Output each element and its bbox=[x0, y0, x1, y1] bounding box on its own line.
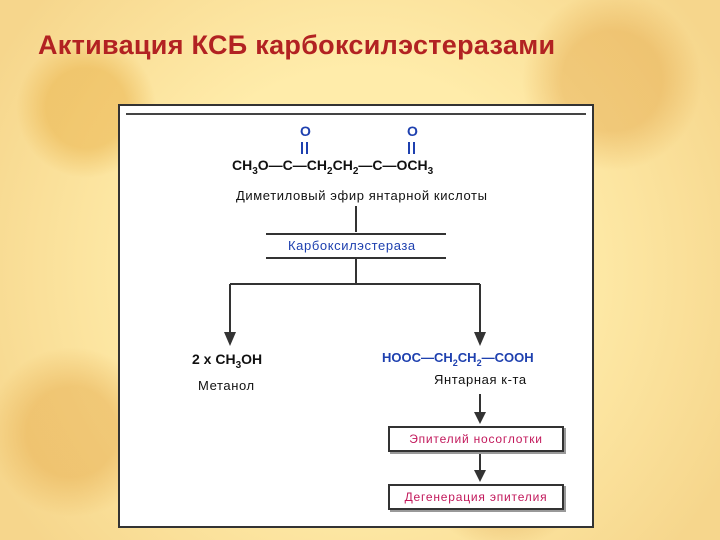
reaction-svg: O O CH3O—C—CH2CH2—C—OCH3 Диметиловый эфи… bbox=[126, 113, 586, 482]
succinic-label: Янтарная к-та bbox=[434, 372, 527, 387]
substrate-label: Диметиловый эфир янтарной кислоты bbox=[236, 188, 488, 203]
oxygen-right: O bbox=[407, 123, 418, 139]
target-box: Эпителий носоглотки bbox=[388, 426, 564, 452]
methanol-label: Метанол bbox=[198, 378, 255, 393]
arrow-left bbox=[224, 332, 236, 346]
methanol-formula: 2 x CH3OH bbox=[192, 351, 262, 371]
arrow-right bbox=[474, 332, 486, 346]
reaction-diagram: O O CH3O—C—CH2CH2—C—OCH3 Диметиловый эфи… bbox=[118, 104, 594, 528]
arrow-effect bbox=[474, 470, 486, 482]
substrate-formula: CH3O—C—CH2CH2—C—OCH3 bbox=[232, 157, 434, 177]
arrow-target bbox=[474, 412, 486, 424]
slide-title: Активация КСБ карбоксилэстеразами bbox=[38, 30, 556, 60]
effect-box: Дегенерация эпителия bbox=[388, 484, 564, 510]
succinic-formula: HOOC—CH2CH2—COOH bbox=[382, 350, 534, 368]
oxygen-left: O bbox=[300, 123, 311, 139]
enzyme-label: Карбоксилэстераза bbox=[288, 238, 416, 253]
